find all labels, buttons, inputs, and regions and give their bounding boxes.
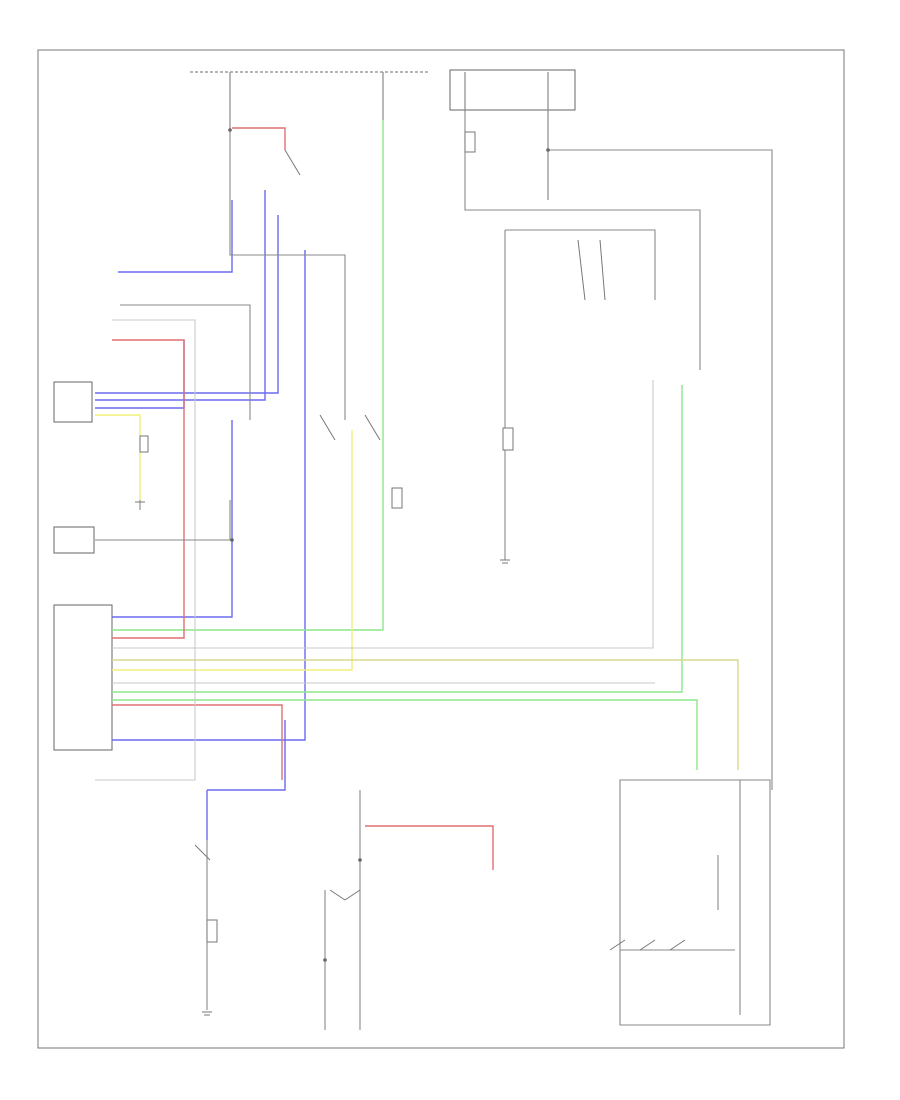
coil-symbols bbox=[139, 131, 514, 943]
fuse-box-left bbox=[190, 71, 430, 130]
junction-dots bbox=[228, 128, 550, 962]
wire-yellow bbox=[95, 414, 739, 770]
control-module bbox=[53, 604, 113, 751]
component-box-1 bbox=[53, 381, 93, 423]
wire-green bbox=[112, 120, 698, 770]
switch-contacts bbox=[194, 149, 686, 951]
wire-blue bbox=[95, 190, 306, 840]
component-box-2 bbox=[53, 526, 95, 554]
ground-symbols bbox=[135, 501, 510, 1016]
diagram-border bbox=[37, 49, 845, 1049]
wire-red bbox=[112, 127, 494, 870]
wire-gray bbox=[95, 112, 773, 1030]
fuse-box-right bbox=[449, 69, 576, 200]
